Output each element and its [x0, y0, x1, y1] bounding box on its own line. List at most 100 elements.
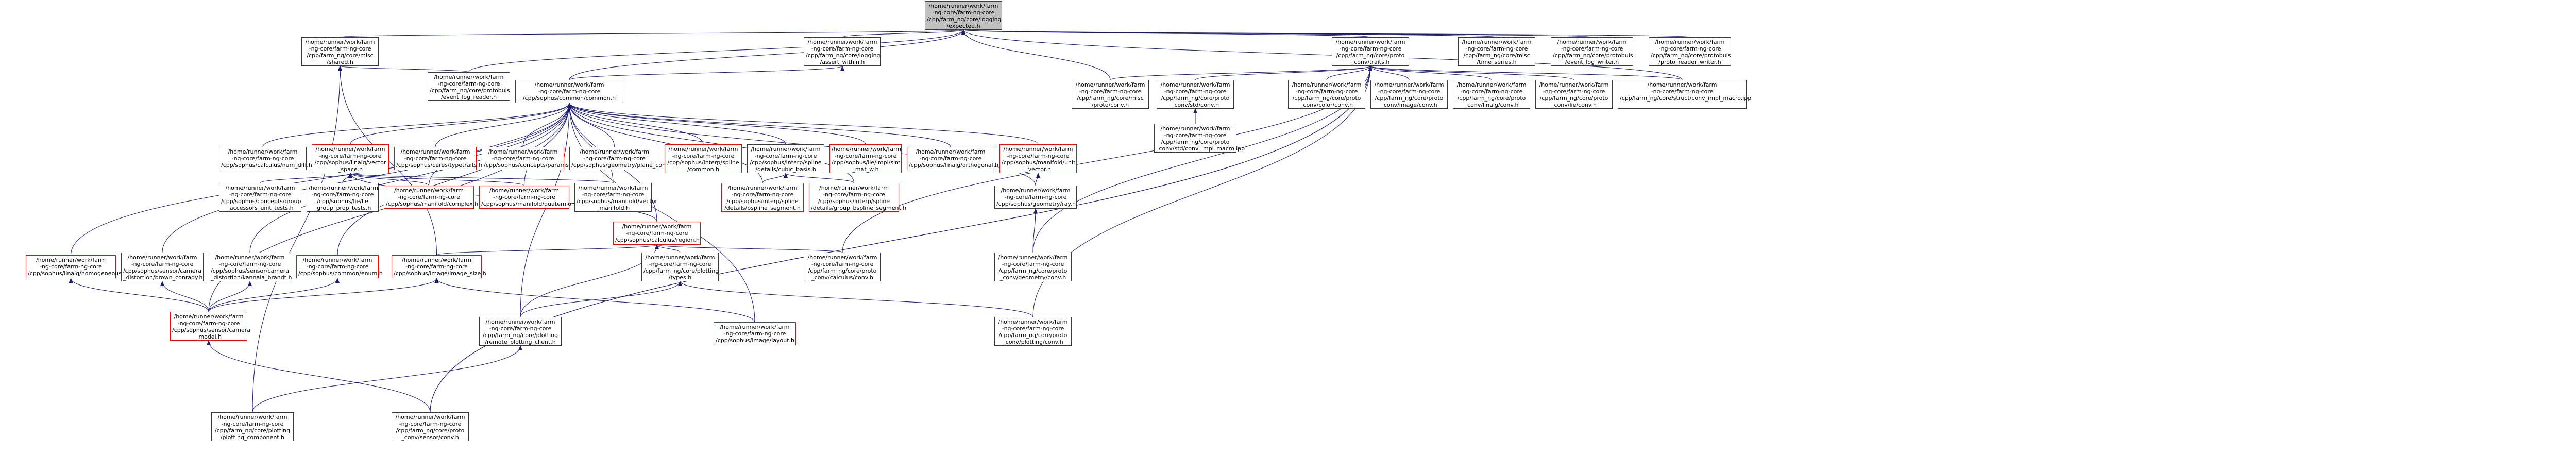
edge-geometry_conv-to-ray [1032, 208, 1038, 253]
node-interp-common[interactable]: /home/runner/work/farm -ng-core/farm-ng-… [665, 144, 742, 173]
node-num-diff[interactable]: /home/runner/work/farm -ng-core/farm-ng-… [219, 147, 312, 170]
node-orthogonal[interactable]: /home/runner/work/farm -ng-core/farm-ng-… [907, 147, 998, 170]
node-ray[interactable]: /home/runner/work/farm -ng-core/farm-ng-… [994, 186, 1077, 209]
edge-std_conv-to-conv_traits [1195, 65, 1372, 80]
node-remote-plotting-client[interactable]: /home/runner/work/farm -ng-core/farm-ng-… [479, 317, 562, 346]
edge-params-to-common [522, 103, 571, 147]
edge-ev_log_reader-to-root [468, 29, 965, 73]
node-event-log-reader[interactable]: /home/runner/work/farm -ng-core/farm-ng-… [428, 72, 510, 101]
edge-complex-to-common [429, 103, 571, 186]
edge-common_enum-to-common [337, 103, 571, 256]
edge-group_bspline-to-cubic_basis [784, 173, 854, 183]
node-quaternion[interactable]: /home/runner/work/farm -ng-core/farm-ng-… [479, 186, 580, 209]
edge-proto_conv-to-root [961, 29, 1111, 80]
edge-group_accessors-to-vector_space [260, 173, 352, 183]
node-image-size[interactable]: /home/runner/work/farm -ng-core/farm-ng-… [392, 255, 486, 278]
node-common[interactable]: /home/runner/work/farm -ng-core/farm-ng-… [515, 80, 623, 103]
node-calculus-conv[interactable]: /home/runner/work/farm -ng-core/farm-ng-… [804, 253, 881, 281]
node-unit-vector[interactable]: /home/runner/work/farm -ng-core/farm-ng-… [999, 144, 1077, 173]
node-shared[interactable]: /home/runner/work/farm -ng-core/farm-ng-… [301, 37, 379, 66]
node-sensor-conv[interactable]: /home/runner/work/farm -ng-core/farm-ng-… [392, 412, 469, 441]
node-params[interactable]: /home/runner/work/farm -ng-core/farm-ng-… [482, 147, 574, 170]
edge-quaternion-to-common [524, 103, 571, 186]
edge-ev_log_reader-to-shared [338, 65, 469, 73]
edge-layout-to-common [567, 103, 755, 323]
node-region[interactable]: /home/runner/work/farm -ng-core/farm-ng-… [613, 222, 701, 245]
edge-homogeneous-to-common [71, 103, 571, 256]
node-proto-reader-writer[interactable]: /home/runner/work/farm -ng-core/farm-ng-… [1649, 37, 1731, 66]
node-kannala-brandt[interactable]: /home/runner/work/farm -ng-core/farm-ng-… [209, 253, 292, 281]
edge-num_diff-to-common [262, 103, 571, 147]
edge-unit_vector-to-common [567, 103, 1039, 145]
edge-bspline_seg-to-cubic_basis [762, 173, 788, 183]
node-type-traits[interactable]: /home/runner/work/farm -ng-core/farm-ng-… [394, 147, 482, 170]
edge-lie_conv-to-conv_traits [1368, 65, 1574, 80]
node-homogeneous[interactable]: /home/runner/work/farm -ng-core/farm-ng-… [26, 255, 127, 278]
edge-plotting_types-to-region [655, 244, 681, 253]
edge-layout-to-image_size [434, 278, 755, 323]
node-camera-model[interactable]: /home/runner/work/farm -ng-core/farm-ng-… [170, 312, 250, 341]
edge-time_series-to-root [962, 29, 1497, 38]
edge-ray-to-unit_vector [1035, 173, 1040, 186]
node-time-series[interactable]: /home/runner/work/farm -ng-core/farm-ng-… [1458, 37, 1535, 66]
node-sim-mat-w[interactable]: /home/runner/work/farm -ng-core/farm-ng-… [829, 144, 902, 173]
node-plotting-component[interactable]: /home/runner/work/farm -ng-core/farm-ng-… [211, 412, 294, 441]
edge-plane_conv-to-common [567, 103, 615, 147]
edge-image_size-to-region [436, 244, 659, 256]
edge-linalg_conv-to-conv_traits [1368, 65, 1492, 80]
edge-camera_model-to-image_size [208, 278, 439, 312]
node-plotting-conv[interactable]: /home/runner/work/farm -ng-core/farm-ng-… [994, 317, 1072, 346]
edge-struct_macro-to-root [961, 29, 1683, 80]
node-struct-conv-impl-macro[interactable]: /home/runner/work/farm -ng-core/farm-ng-… [1618, 80, 1751, 109]
edge-kannala_brandt-to-common [249, 103, 571, 253]
node-linalg-conv[interactable]: /home/runner/work/farm -ng-core/farm-ng-… [1453, 80, 1530, 109]
node-common-enum[interactable]: /home/runner/work/farm -ng-core/farm-ng-… [296, 255, 383, 278]
node-root[interactable]: /home/runner/work/farm -ng-core/farm-ng-… [925, 1, 1002, 30]
edge-plotting_component-to-shared [252, 65, 342, 413]
edge-plotting_conv-to-plotting_types [678, 281, 1033, 317]
node-std-conv[interactable]: /home/runner/work/farm -ng-core/farm-ng-… [1157, 80, 1234, 109]
edge-common-to-root [569, 29, 965, 80]
edge-camera_model-to-kannala_brandt [208, 281, 252, 312]
node-image-layout[interactable]: /home/runner/work/farm -ng-core/farm-ng-… [714, 322, 796, 345]
node-brown-conrady[interactable]: /home/runner/work/farm -ng-core/farm-ng-… [121, 253, 204, 281]
edge-plotting_component-to-remote_client [252, 345, 522, 413]
edge-camera_model-to-homogeneous [69, 278, 209, 312]
edge-common-to-ev_within [569, 65, 844, 80]
node-vector-space[interactable]: /home/runner/work/farm -ng-core/farm-ng-… [312, 144, 389, 173]
edge-proto_conv-to-conv_traits [1110, 65, 1372, 80]
edge-remote_client-to-common [520, 103, 571, 317]
node-color-conv[interactable]: /home/runner/work/farm -ng-core/farm-ng-… [1288, 80, 1365, 109]
edge-calculus_conv-to-region [655, 244, 843, 253]
node-plane-conv[interactable]: /home/runner/work/farm -ng-core/farm-ng-… [569, 147, 674, 170]
edge-sensor_conv-to-camera_model [207, 340, 431, 413]
node-image-conv[interactable]: /home/runner/work/farm -ng-core/farm-ng-… [1370, 80, 1448, 109]
node-ev-within[interactable]: /home/runner/work/farm -ng-core/farm-ng-… [804, 37, 881, 66]
node-plotting-types[interactable]: /home/runner/work/farm -ng-core/farm-ng-… [641, 253, 719, 281]
edge-camera_model-to-brown_conrady [160, 281, 209, 312]
edge-brown_conrady-to-common [162, 103, 571, 253]
edge-proto_reader-to-root [962, 29, 1690, 38]
edge-mat_w-to-common [567, 103, 866, 145]
node-complex[interactable]: /home/runner/work/farm -ng-core/farm-ng-… [384, 186, 478, 209]
node-bspline-segment[interactable]: /home/runner/work/farm -ng-core/farm-ng-… [721, 183, 804, 212]
node-misc-proto-conv[interactable]: /home/runner/work/farm -ng-core/farm-ng-… [1072, 80, 1149, 109]
node-conv-traits[interactable]: /home/runner/work/farm -ng-core/farm-ng-… [1332, 37, 1409, 66]
node-lie-conv[interactable]: /home/runner/work/farm -ng-core/farm-ng-… [1535, 80, 1613, 109]
edge-interp_common-to-common [567, 103, 704, 145]
edge-vector_manifold-to-vector_space [348, 173, 614, 183]
edge-cubic_basis-to-common [567, 103, 786, 145]
node-geometry-conv[interactable]: /home/runner/work/farm -ng-core/farm-ng-… [994, 253, 1072, 281]
node-group-accessors-tests[interactable]: /home/runner/work/farm -ng-core/farm-ng-… [219, 183, 301, 212]
node-group-bspline-segment[interactable]: /home/runner/work/farm -ng-core/farm-ng-… [809, 183, 906, 212]
node-event-log-writer[interactable]: /home/runner/work/farm -ng-core/farm-ng-… [1551, 37, 1633, 66]
edge-shared-to-root [340, 29, 965, 38]
node-lie-group-prop-tests[interactable]: /home/runner/work/farm -ng-core/farm-ng-… [307, 183, 379, 212]
edge-complex-to-vector_space [348, 173, 429, 186]
node-vector-manifold[interactable]: /home/runner/work/farm -ng-core/farm-ng-… [574, 183, 657, 212]
edge-vector_space-to-common [350, 103, 571, 145]
node-cubic-basis[interactable]: /home/runner/work/farm -ng-core/farm-ng-… [747, 144, 824, 173]
node-std-conv-impl-macro[interactable]: /home/runner/work/farm -ng-core/farm-ng-… [1154, 124, 1245, 153]
